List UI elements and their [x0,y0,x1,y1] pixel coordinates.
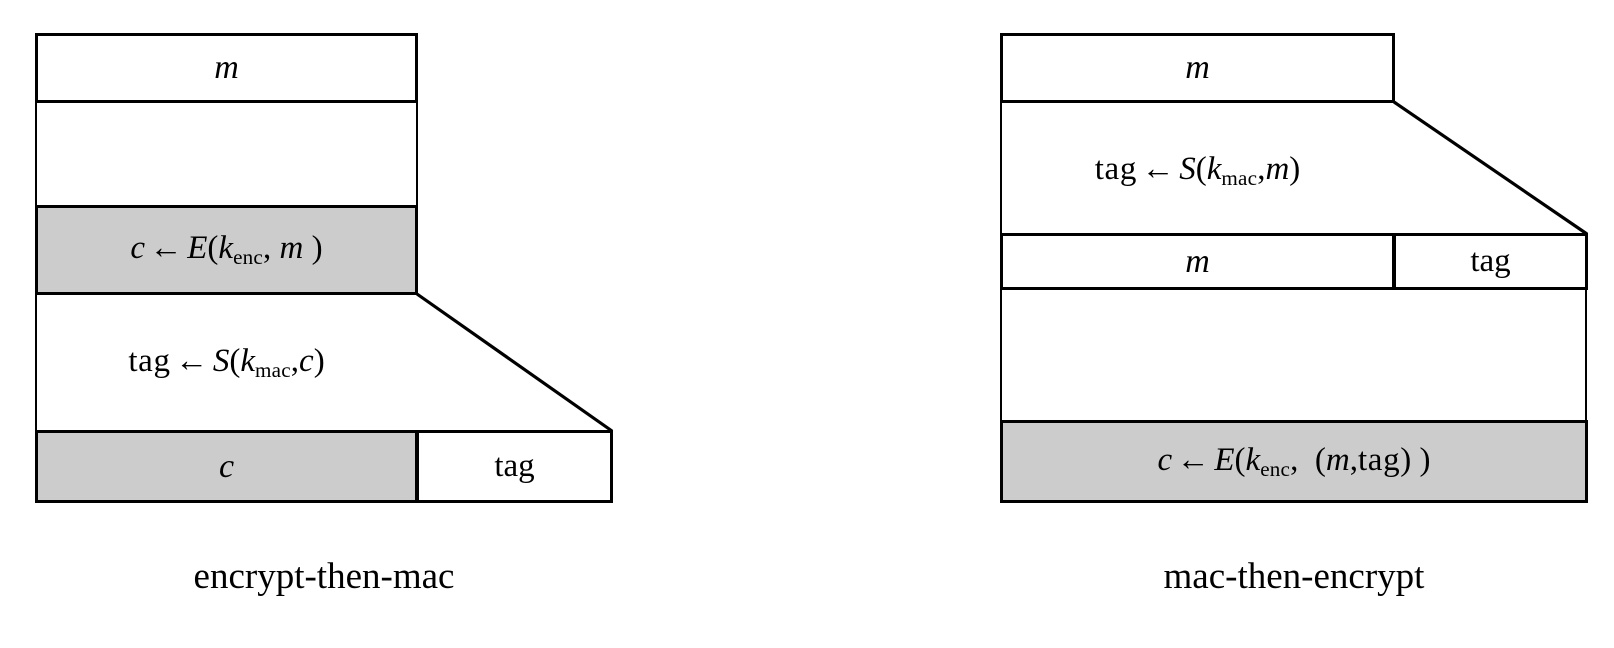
box-encrypt-step: c←E(kenc, (m,tag) ) [1000,420,1588,503]
formula-lhs-c: c [130,230,146,267]
connector-rail-left-upper [1000,100,1002,238]
formula-key-k: k [1206,151,1222,187]
caption-mac-then-encrypt: mac-then-encrypt [1163,556,1425,597]
gap-label-mac-step: tag←S(kmac,m) [1000,153,1395,189]
formula-fn-E: E [187,230,208,267]
formula-key-k: k [240,343,255,379]
connector-rail-right-lower [1585,287,1587,425]
formula-arrow: ← [1141,151,1175,187]
formula-comma: , [1257,151,1266,187]
formula-arg-c: c [299,343,314,379]
formula-key-subscript-mac: mac [254,357,291,382]
box-label-m: m [1185,242,1210,280]
formula-inner-paren-open: ( [1314,441,1326,478]
formula-arrow: ← [1176,441,1210,478]
gap-label-mac-step: tag←S(kmac,c) [35,345,418,381]
formula-arg-m: m [1265,151,1290,187]
connector-rail-left-lower [1000,287,1002,425]
formula-key-subscript-mac: mac [1221,165,1258,190]
formula-inner-paren-close: ) [1400,441,1412,478]
formula-paren-close: ) [311,230,323,267]
formula-fn-S: S [1179,151,1196,187]
box-encrypt-step: c←E(kenc, m ) [35,205,418,295]
box-plaintext-m: m [35,33,418,103]
formula-fn-S: S [212,343,230,379]
formula-lhs-tag: tag [1094,151,1138,187]
formula-mac: tag←S(kmac,m) [1094,151,1301,190]
formula-key-subscript-enc: enc [1260,456,1291,481]
box-label-tag: tag [494,448,535,484]
formula-fn-E: E [1214,441,1235,478]
formula-arg-m: m [279,230,304,267]
formula-paren-close: ) [1289,151,1301,187]
box-label-m: m [1185,49,1210,86]
formula-lhs-c: c [1157,441,1173,478]
formula-paren-open: ( [1234,441,1246,478]
formula-paren-close: ) [313,343,325,379]
formula-comma: , [290,343,300,379]
formula-paren-open: ( [229,343,241,379]
formula-comma: , [1290,441,1299,478]
expansion-diagonal-connector [1392,100,1600,245]
formula-key-k: k [218,230,234,267]
connector-rail-right-upper [416,100,418,210]
formula-paren-open: ( [207,230,219,267]
formula-arrow: ← [149,230,183,267]
diagram-encrypt-then-mac: m c←E(kenc, m ) tag←S(kmac,c) c tag encr… [0,0,700,648]
caption-encrypt-then-mac: encrypt-then-mac [193,556,455,597]
formula-paren-close: ) [1419,441,1431,478]
formula-paren-open: ( [1195,151,1207,187]
formula-mac: tag←S(kmac,c) [128,343,325,382]
box-tagged-m: m [1000,233,1395,290]
formula-encrypt: c←E(kenc, m ) [130,230,322,270]
formula-arg-m: m [1325,441,1350,478]
connector-rail-left-lower [35,292,37,434]
formula-key-k: k [1245,441,1261,478]
formula-comma: , [263,230,272,267]
connector-rail-left-upper [35,100,37,210]
formula-arrow: ← [175,343,209,379]
box-output-tag: tag [416,430,613,503]
box-label-tag: tag [1470,243,1511,279]
box-tagged-tag: tag [1393,233,1588,290]
expansion-diagonal-connector [415,292,625,442]
formula-inner-comma: , [1349,441,1358,478]
box-label-c: c [218,447,235,485]
formula-arg-tag: tag [1357,441,1401,478]
box-label-m: m [214,49,239,86]
box-output-c: c [35,430,418,503]
formula-key-subscript-enc: enc [233,244,264,269]
formula-encrypt: c←E(kenc, (m,tag) ) [1157,442,1430,482]
box-plaintext-m: m [1000,33,1395,103]
formula-lhs-tag: tag [128,343,171,379]
